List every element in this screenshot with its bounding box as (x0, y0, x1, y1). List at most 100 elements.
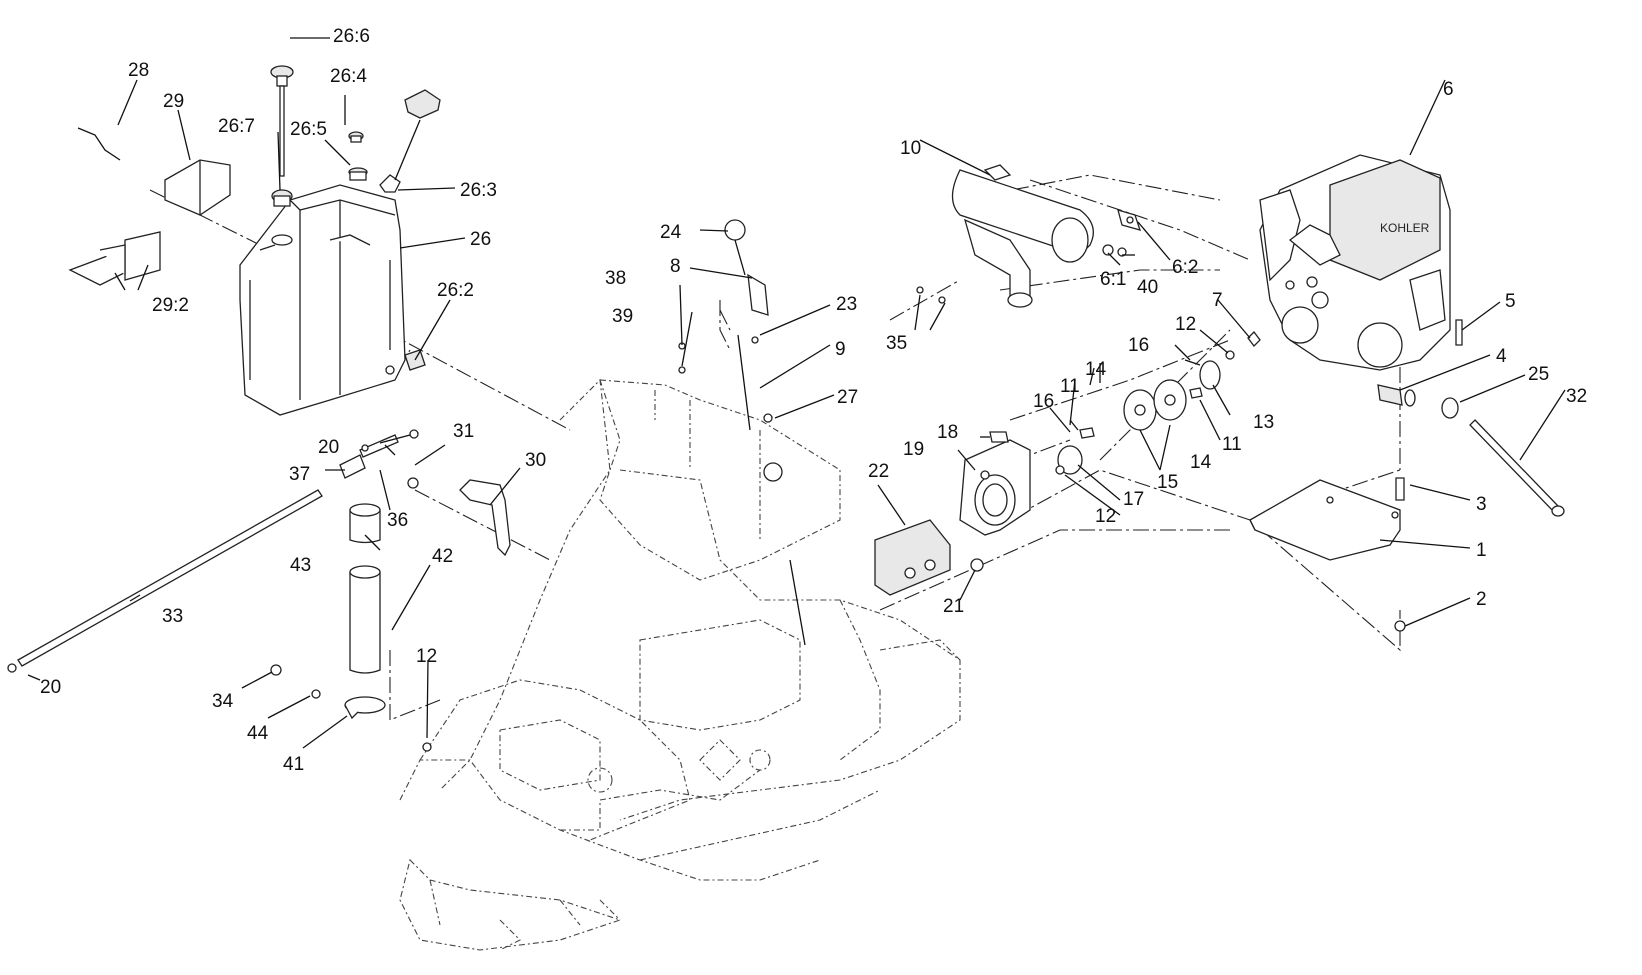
callout-1: 1 (1476, 540, 1487, 561)
callout-14b: 14 (1190, 452, 1212, 473)
callout-13: 13 (1253, 412, 1274, 433)
callout-26-3: 26:3 (460, 180, 497, 201)
callout-24: 24 (660, 222, 682, 243)
callout-12b: 12 (1095, 506, 1116, 527)
callout-19: 19 (903, 439, 924, 460)
callout-26: 26 (470, 229, 491, 250)
fasteners-lower (270, 664, 432, 752)
screw-21 (970, 558, 984, 572)
callout-25: 25 (1528, 364, 1549, 385)
callout-5: 5 (1505, 291, 1516, 312)
pump-mount (959, 439, 1031, 536)
callout-6-2: 6:2 (1172, 257, 1198, 278)
tube (349, 565, 381, 674)
callout-16a: 16 (1128, 335, 1149, 356)
callout-12c: 12 (416, 646, 437, 667)
callout-9: 9 (835, 339, 846, 360)
callout-16b: 16 (1033, 391, 1054, 412)
callout-22: 22 (868, 461, 889, 482)
muffler (951, 164, 1094, 308)
shaft (1469, 419, 1565, 517)
callout-20b: 20 (40, 677, 61, 698)
callout-26-7: 26:7 (218, 116, 255, 137)
callout-23: 23 (836, 294, 857, 315)
callout-labels: 1 2 3 4 5 6 6:1 6:2 7 8 9 10 11 11 12 12… (40, 26, 1587, 775)
bracket-pads (68, 231, 161, 286)
callout-36: 36 (387, 510, 408, 531)
callout-15: 15 (1157, 472, 1178, 493)
callout-42: 42 (432, 546, 453, 567)
callout-2: 2 (1476, 589, 1487, 610)
callout-7: 7 (1212, 290, 1223, 311)
callout-44: 44 (247, 723, 269, 744)
callout-4: 4 (1496, 346, 1507, 367)
fitting-4 (1377, 384, 1416, 407)
callout-12a: 12 (1175, 314, 1196, 335)
lever-knob (724, 219, 746, 276)
callout-11a: 11 (1060, 376, 1080, 397)
fuel-cap-tether (379, 119, 421, 193)
nut-2 (1394, 620, 1406, 632)
callout-8: 8 (670, 256, 681, 277)
tank-bracket (164, 159, 231, 216)
rod-long (7, 489, 323, 673)
callout-14a: 14 (1085, 359, 1107, 380)
callout-33: 33 (162, 606, 183, 627)
fastener-31 (407, 477, 419, 489)
muffler-gasket (1117, 209, 1142, 231)
bracket-30 (459, 479, 511, 557)
lever-mount (747, 273, 773, 423)
callout-35: 35 (886, 333, 907, 354)
tube-clamp (344, 696, 386, 720)
callout-37: 37 (289, 464, 310, 485)
callout-6: 6 (1443, 79, 1454, 100)
callout-3: 3 (1476, 494, 1487, 515)
callout-17: 17 (1123, 489, 1144, 510)
chassis-frame (399, 378, 961, 951)
engine: KOHLER (1259, 154, 1451, 371)
engine-plate (1249, 479, 1401, 561)
callout-32: 32 (1566, 386, 1587, 407)
coupling-hub-13 (1199, 360, 1221, 390)
coupling-plate-17 (1057, 445, 1083, 475)
guard (874, 519, 951, 596)
callout-6-1: 6:1 (1100, 269, 1126, 290)
engine-bolt-5 (1455, 319, 1463, 346)
tube-cover (349, 503, 381, 544)
callout-43: 43 (290, 555, 311, 576)
callout-27: 27 (837, 387, 858, 408)
fuel-gauge (348, 131, 368, 181)
fuel-line (77, 127, 121, 161)
bolt-3 (1395, 477, 1405, 501)
dipstick (270, 65, 294, 207)
callout-39: 39 (612, 306, 633, 327)
callout-41: 41 (283, 754, 304, 775)
coupling-fasteners (1055, 350, 1235, 475)
callout-29: 29 (163, 91, 184, 112)
screws-38-39 (678, 342, 686, 374)
callout-30: 30 (525, 450, 546, 471)
leader-lines (27, 37, 1566, 749)
engine-pin-7 (1247, 331, 1261, 347)
callout-26-4: 26:4 (330, 66, 367, 87)
fuel-tank (239, 184, 406, 416)
callout-20a: 20 (318, 437, 339, 458)
coupling-hub-15 (1123, 379, 1187, 431)
engine-brand: KOHLER (1380, 221, 1430, 235)
callout-10: 10 (900, 138, 921, 159)
callout-26-2: 26:2 (437, 280, 474, 301)
callout-34: 34 (212, 691, 234, 712)
muffler-nuts (1102, 244, 1127, 257)
callout-26-6: 26:6 (333, 26, 370, 47)
cable (737, 334, 806, 646)
fitting-25 (1441, 397, 1459, 419)
callout-31: 31 (453, 421, 474, 442)
muffler-screws (916, 286, 946, 304)
callout-26-5: 26:5 (290, 119, 327, 140)
callout-29-2: 29:2 (152, 295, 189, 316)
callout-21: 21 (943, 596, 964, 617)
callout-38: 38 (605, 268, 626, 289)
screw-18 (989, 431, 1009, 443)
callout-40: 40 (1137, 277, 1158, 298)
